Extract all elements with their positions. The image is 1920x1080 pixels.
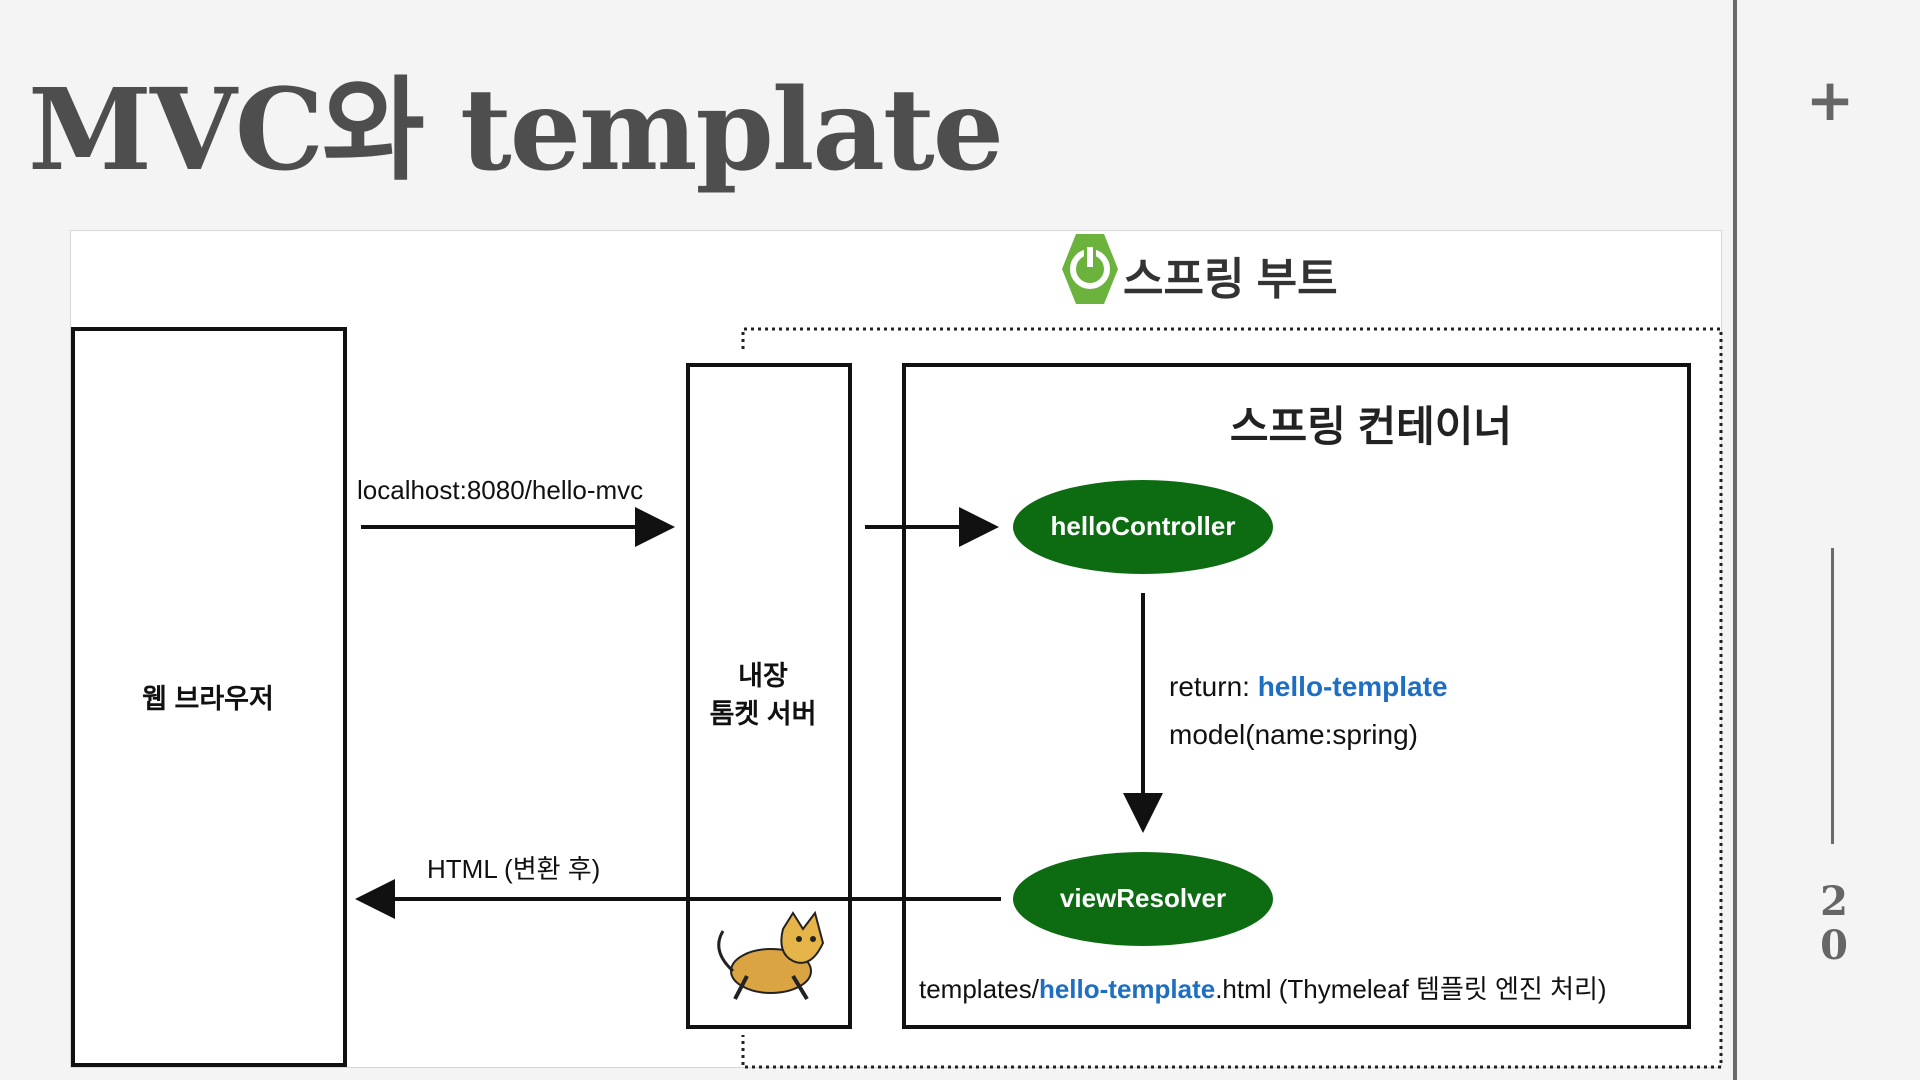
spring-container-label: 스프링 컨테이너 <box>1229 403 1513 450</box>
request-url-label: localhost:8080/hello-mvc <box>357 475 644 505</box>
template-path: templates/hello-template.html (Thymeleaf… <box>919 969 1607 1006</box>
tomcat-server-box <box>686 363 852 1029</box>
tomcat-label-line1: 내장 <box>738 661 788 691</box>
page-number: 20 <box>1820 878 1848 969</box>
model-text: model(name:spring) <box>1169 719 1418 750</box>
diagram-canvas <box>71 234 1723 1069</box>
view-resolver-node <box>1013 852 1273 946</box>
spring-boot-boundary <box>741 327 1723 1069</box>
tomcat-label-line2: 톰켓 서버 <box>709 699 817 729</box>
web-browser-box <box>71 327 347 1067</box>
return-statement: return: hello-template <box>1169 671 1448 703</box>
response-label: HTML (변환 후) <box>427 854 601 884</box>
web-browser-label: 웹 브라우저 <box>142 684 274 714</box>
hello-controller-label: helloController <box>1050 511 1236 541</box>
right-rail-divider <box>1733 0 1737 1080</box>
tomcat-server-label: 내장 톰켓 서버 <box>681 657 845 733</box>
hello-controller-node <box>1013 480 1273 574</box>
return-prefix: return: <box>1169 671 1258 702</box>
view-resolver-label: viewResolver <box>1059 883 1227 913</box>
template-suffix: .html (Thymeleaf 템플릿 엔진 처리) <box>1215 974 1607 1004</box>
spring-boot-label: 스프링 부트 <box>1123 255 1338 304</box>
template-name: hello-template <box>1038 974 1216 1004</box>
mvc-diagram: 스프링 부트 스프링 컨테이너 웹 브라우저 내장 톰켓 서버 localhos… <box>70 230 1723 1069</box>
template-prefix: templates/ <box>919 974 1039 1004</box>
add-slide-button[interactable]: + <box>1805 66 1855 134</box>
spring-power-icon <box>1062 234 1118 304</box>
progress-line <box>1831 548 1834 844</box>
slide-title: MVC와 template <box>28 65 1004 196</box>
return-value: hello-template <box>1257 671 1448 702</box>
tomcat-cat-icon <box>717 910 825 1001</box>
